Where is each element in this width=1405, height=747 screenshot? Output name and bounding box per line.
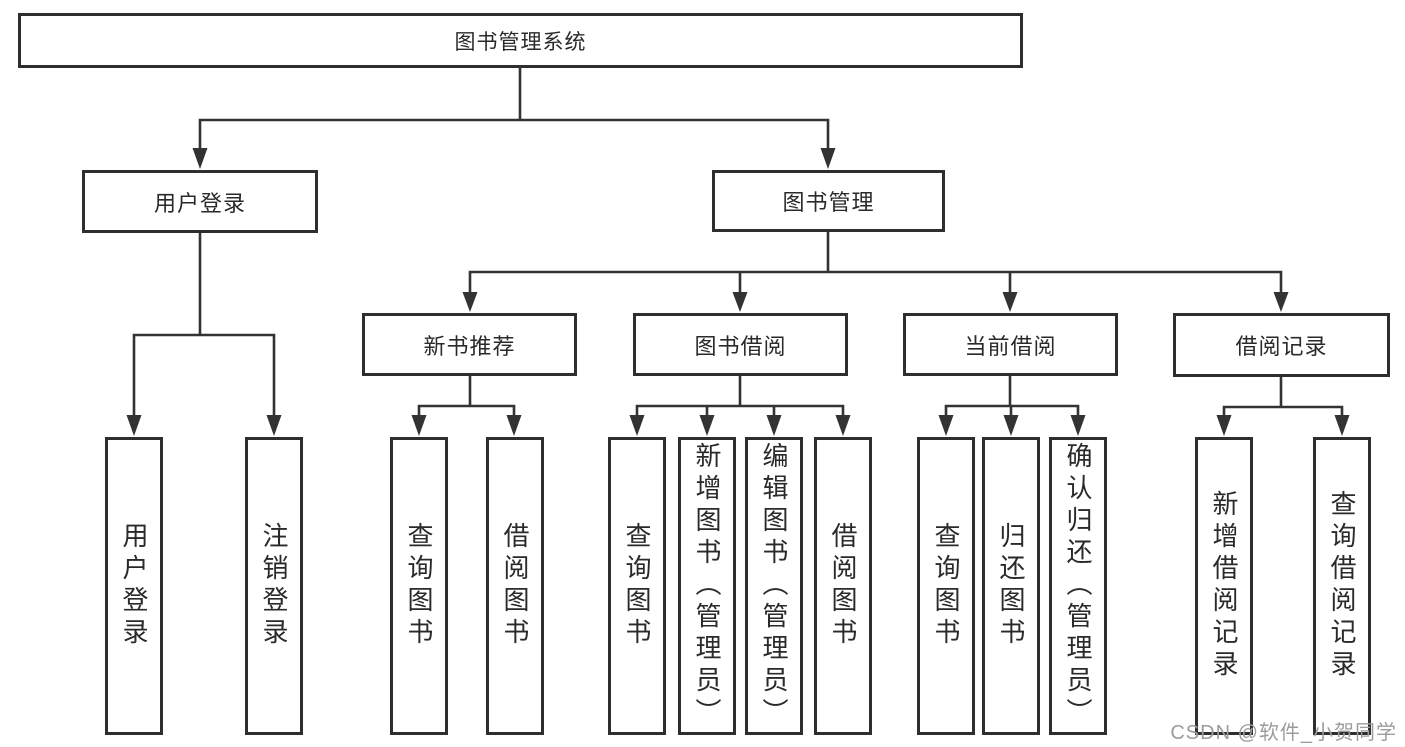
node-leaf-user-login: 用户登录 [105, 437, 163, 735]
node-current-borrowing: 当前借阅 [903, 313, 1118, 376]
node-leaf-edit-books-admin: 编辑图书（管理员） [745, 437, 803, 735]
node-leaf-current-query-books: 查询图书 [917, 437, 975, 735]
node-borrowing-records: 借阅记录 [1173, 313, 1390, 377]
node-book-borrowing: 图书借阅 [633, 313, 848, 376]
node-leaf-confirm-return-admin: 确认归还（管理员） [1049, 437, 1107, 735]
node-leaf-recommend-borrow-books: 借阅图书 [486, 437, 544, 735]
csdn-watermark: CSDN @软件_小贺同学 [1170, 722, 1397, 744]
node-book-management: 图书管理 [712, 170, 945, 232]
node-leaf-logout: 注销登录 [245, 437, 303, 735]
node-leaf-add-borrow-record: 新增借阅记录 [1195, 437, 1253, 735]
node-leaf-return-books: 归还图书 [982, 437, 1040, 735]
node-leaf-recommend-query-books: 查询图书 [390, 437, 448, 735]
node-user-login: 用户登录 [82, 170, 318, 233]
node-leaf-borrow-query-books: 查询图书 [608, 437, 666, 735]
node-library-management-system: 图书管理系统 [18, 13, 1023, 68]
node-leaf-borrow-books: 借阅图书 [814, 437, 872, 735]
node-leaf-add-books-admin: 新增图书（管理员） [678, 437, 736, 735]
node-new-book-recommend: 新书推荐 [362, 313, 577, 376]
node-leaf-query-borrow-record: 查询借阅记录 [1313, 437, 1371, 735]
